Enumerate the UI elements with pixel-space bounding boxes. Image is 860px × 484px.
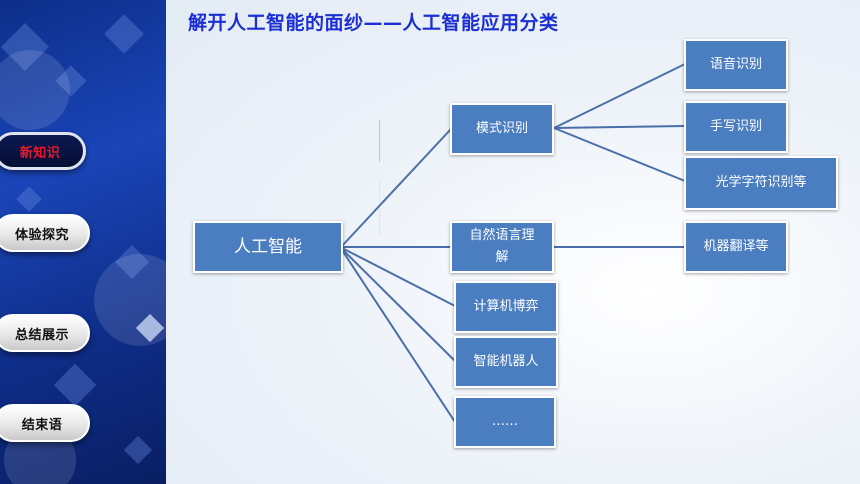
connector-pattern-ocr	[553, 127, 686, 182]
node-root: 人工智能	[193, 221, 343, 273]
sidebar-background-decoration	[0, 14, 166, 484]
node-intelligent-robot: 智能机器人	[454, 336, 558, 388]
sidebar-nav: 新知识 体验探究 总结展示 结束语	[0, 0, 166, 484]
node-speech-recognition: 语音识别	[684, 39, 788, 91]
connector-root-game	[341, 247, 456, 307]
node-intelligent-robot-label: 智能机器人	[473, 354, 539, 369]
node-ocr-label: 光学字符识别等	[715, 175, 807, 190]
nav-new-knowledge[interactable]: 新知识	[0, 132, 86, 170]
node-more-label: ……	[492, 414, 518, 429]
nav-summary-show-label: 总结展示	[14, 327, 69, 343]
node-ocr: 光学字符识别等	[684, 156, 838, 210]
page-title: 解开人工智能的面纱——人工智能应用分类	[188, 12, 559, 34]
node-natural-language-label: 自然语言理解	[469, 228, 535, 265]
node-more: ……	[454, 396, 556, 448]
connector-pattern-speech	[553, 63, 686, 129]
node-root-label: 人工智能	[234, 237, 302, 257]
node-pattern-recognition-label: 模式识别	[475, 121, 528, 136]
node-speech-recognition-label: 语音识别	[709, 57, 762, 72]
node-computer-game-label: 计算机博弈	[473, 299, 539, 314]
tree-connectors	[341, 63, 686, 423]
node-handwriting-recognition: 手写识别	[684, 101, 788, 153]
node-pattern-recognition: 模式识别	[450, 103, 554, 155]
node-computer-game: 计算机博弈	[454, 281, 558, 333]
nav-closing-label: 结束语	[21, 417, 63, 433]
nav-summary-show[interactable]: 总结展示	[0, 314, 90, 352]
nav-new-knowledge-label: 新知识	[19, 145, 61, 161]
main-content: 解开人工智能的面纱——人工智能应用分类 人工智能 模式识别 自然语言理解 计算机…	[166, 0, 860, 484]
connector-root-robot	[341, 248, 456, 362]
node-machine-translation-label: 机器翻译等	[703, 239, 769, 254]
decorative-line	[379, 120, 380, 162]
node-handwriting-recognition-label: 手写识别	[709, 119, 762, 134]
connector-root-pattern	[341, 128, 452, 247]
nav-experience-explore[interactable]: 体验探究	[0, 214, 90, 252]
connector-pattern-handwriting	[553, 125, 686, 129]
node-natural-language: 自然语言理解	[450, 221, 554, 273]
node-machine-translation: 机器翻译等	[684, 221, 788, 273]
decorative-line	[379, 180, 380, 236]
nav-experience-explore-label: 体验探究	[14, 227, 69, 243]
nav-closing[interactable]: 结束语	[0, 404, 90, 442]
connector-root-more	[341, 249, 456, 423]
